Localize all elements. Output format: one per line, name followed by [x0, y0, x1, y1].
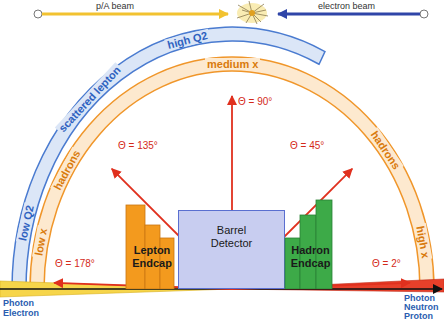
particle-label: Photon [3, 298, 34, 308]
particle-label: Neutron [404, 302, 439, 312]
burst-center [249, 10, 255, 16]
region-label: medium x [205, 58, 260, 70]
angle-label: Θ = 90° [238, 96, 272, 107]
collision-burst [237, 1, 268, 24]
beam-label: electron beam [318, 1, 375, 11]
particle-label: Electron [3, 308, 39, 318]
barrel-detector: Barrel Detector [178, 210, 285, 289]
angle-label: Θ = 178° [55, 258, 95, 269]
proton-beam [42, 13, 228, 16]
beam-label: p/A beam [96, 1, 134, 11]
angle-arrows [54, 96, 410, 289]
region-label: hadrons [368, 127, 405, 173]
particle-label: Photon [404, 293, 435, 303]
lepton-endcap: Lepton Endcap [124, 200, 180, 289]
beam-source [420, 10, 428, 18]
endcap-bars [283, 198, 334, 289]
electron-beam [278, 13, 420, 16]
particle-label: Proton [404, 311, 433, 321]
angle-label: Θ = 45° [290, 140, 324, 151]
node-label: Barrel Detector [200, 224, 264, 250]
angle-label: Θ = 2° [372, 258, 401, 269]
node-label: Hadron Endcap [283, 244, 338, 270]
burst-core [237, 3, 267, 23]
burst-tracks [237, 1, 268, 24]
angle-label: Θ = 135° [118, 140, 158, 151]
region-label: high x [414, 223, 432, 261]
beam-source [34, 10, 42, 18]
hadron-band [30, 57, 434, 289]
hadron-endcap: Hadron Endcap [283, 198, 338, 289]
node-label: Lepton Endcap [124, 244, 180, 270]
